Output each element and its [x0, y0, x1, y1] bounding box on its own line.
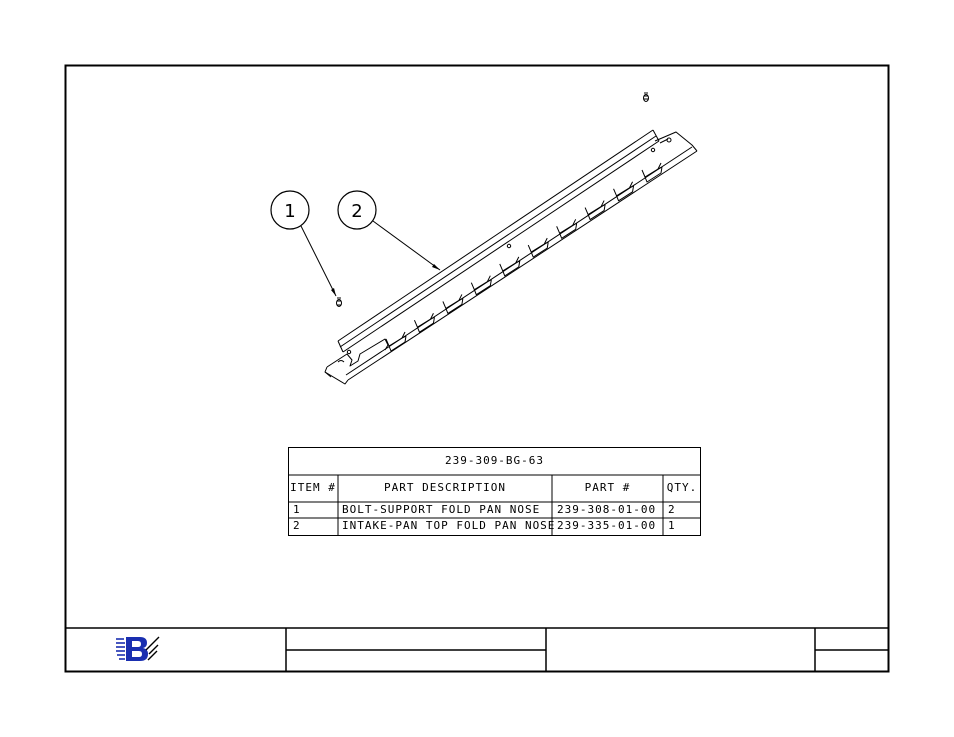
bom-row-2-qty: 1	[668, 519, 676, 533]
clip-tab	[642, 163, 662, 182]
bom-header-item: ITEM #	[288, 481, 338, 495]
title-block	[65, 628, 889, 672]
bom-header-description: PART DESCRIPTION	[338, 481, 552, 495]
bom-row-2-description: INTAKE-PAN TOP FOLD PAN NOSE	[342, 519, 555, 533]
company-logo	[116, 637, 159, 661]
balloon-2: 2	[338, 191, 440, 270]
balloon-1: 1	[271, 191, 336, 296]
bom-row-1-description: BOLT-SUPPORT FOLD PAN NOSE	[342, 503, 540, 517]
clip-tab	[471, 276, 491, 295]
bom-row-2-part: 239-335-01-00	[557, 519, 656, 533]
clip-tab	[557, 219, 577, 238]
bom-row-2-item: 2	[293, 519, 301, 533]
bolt-part	[337, 298, 342, 307]
balloon-1-label: 1	[284, 201, 295, 222]
sheet-border	[66, 66, 889, 672]
clip-tab	[528, 238, 548, 257]
bom-header-part: PART #	[552, 481, 663, 495]
bom-title: 239-309-BG-63	[288, 454, 701, 468]
clip-tab	[614, 182, 634, 201]
clip-tab	[414, 313, 434, 332]
clip-tab	[386, 332, 406, 351]
clip-tab	[500, 257, 520, 276]
bom-row-1-part: 239-308-01-00	[557, 503, 656, 517]
balloon-2-label: 2	[351, 201, 362, 222]
clip-tab	[443, 294, 463, 313]
bolt-exploded	[644, 93, 649, 102]
clip-tab	[585, 201, 605, 220]
bom-row-1-item: 1	[293, 503, 301, 517]
bom-row-1-qty: 2	[668, 503, 676, 517]
intake-pan-top-fold-pan-nose	[325, 130, 697, 384]
bom-header-qty: QTY.	[663, 481, 701, 495]
